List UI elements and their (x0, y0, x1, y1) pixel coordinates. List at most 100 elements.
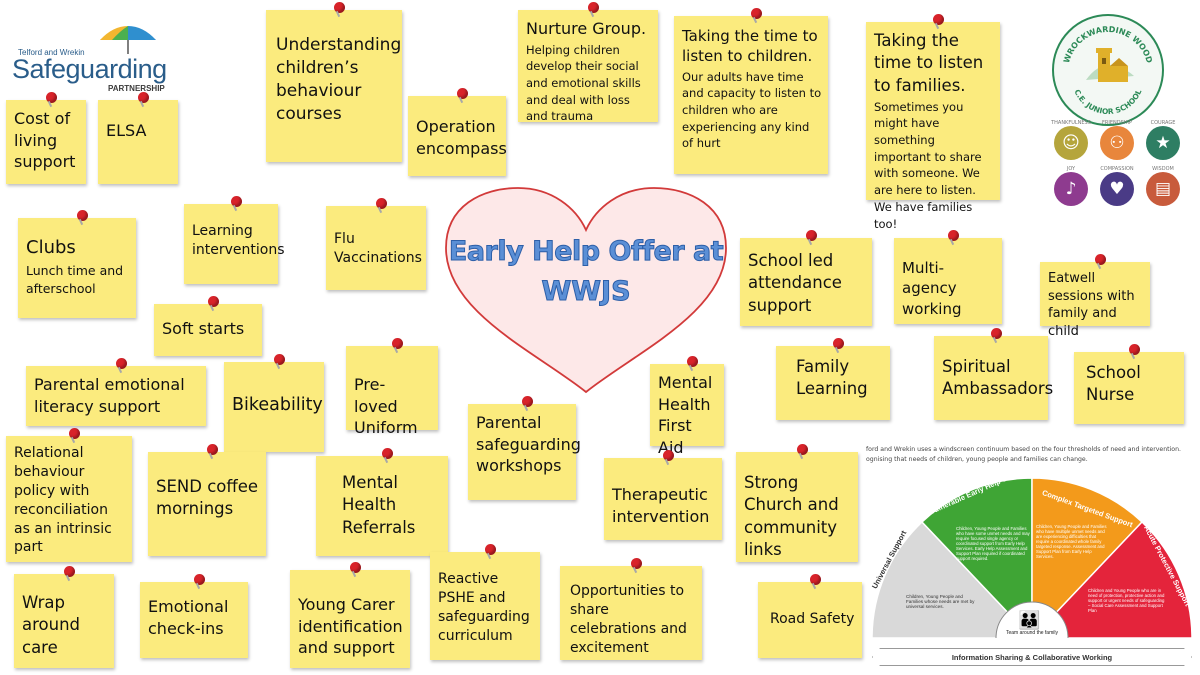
note-title: Opportunities to share celebrations and … (570, 583, 687, 656)
pushpin-icon (382, 448, 393, 459)
star-icon: ★ (1146, 126, 1180, 160)
note-parental-safeguarding: Parental safeguarding workshops (468, 396, 581, 500)
note-send-coffee: SEND coffee mornings (148, 444, 266, 556)
note-spiritual-ambassadors: Spiritual Ambassadors (934, 328, 1054, 420)
pushpin-icon (810, 574, 821, 585)
heart-hands-icon: ♥ (1100, 172, 1134, 206)
note-body: Sometimes you might have something impor… (874, 99, 982, 231)
continuum-intro-1: ford and Wrekin uses a windscreen contin… (866, 446, 1181, 453)
note-title: ELSA (106, 121, 147, 140)
heart-title-line1: Early Help Offer at (448, 236, 724, 268)
note-title: Soft starts (162, 319, 245, 338)
note-title: Relational behaviour policy with reconci… (14, 445, 112, 556)
safeguarding-partnership-logo: Telford and Wrekin Safeguarding PARTNERS… (8, 22, 188, 102)
note-emotional-checkins: Emotional check-ins (140, 574, 248, 658)
info-sharing-arrow (872, 648, 1192, 666)
pushpin-icon (991, 328, 1002, 339)
early-help-heart: Early Help Offer at WWJS (440, 186, 732, 396)
continuum-intro-2: ognising that needs of children, young p… (866, 456, 1088, 463)
note-title: School Nurse (1086, 363, 1141, 405)
umbrella-icon (100, 26, 156, 54)
note-mental-health-first-aid: Mental Health First Aid (650, 356, 724, 457)
note-listen-children: Taking the time to listen to children.Ou… (674, 8, 828, 174)
value-label-joy: JOY (1066, 166, 1076, 172)
pushpin-icon (77, 210, 88, 221)
pushpin-icon (69, 428, 80, 439)
note-title: Young Carer identification and support (298, 595, 403, 658)
pushpin-icon (663, 450, 674, 461)
note-title: Spiritual Ambassadors (942, 357, 1054, 399)
acute-body: Children and Young People who are in nee… (1088, 588, 1165, 613)
pushpin-icon (231, 196, 242, 207)
pushpin-icon (933, 14, 944, 25)
note-title: Eatwell sessions with family and child (1048, 271, 1135, 339)
note-title: School led attendance support (748, 251, 842, 315)
school-bottom-text: C.E. JUNIOR SCHOOL (1072, 88, 1143, 116)
pushpin-icon (194, 574, 205, 585)
note-title: SEND coffee mornings (156, 477, 259, 519)
team-around-family-label: Team around the family (1006, 630, 1058, 636)
note-parental-emotional: Parental emotional literacy support (26, 358, 206, 426)
note-title: Parental emotional literacy support (34, 375, 185, 416)
note-therapeutic: Therapeutic intervention (604, 450, 722, 540)
pushpin-icon (274, 354, 285, 365)
pushpin-icon (948, 230, 959, 241)
note-elsa: ELSA (98, 92, 178, 184)
pushpin-icon (806, 230, 817, 241)
note-preloved-uniform: Pre- loved Uniform (346, 338, 438, 437)
pushpin-icon (116, 358, 127, 369)
note-title: Operation encompass (416, 117, 507, 158)
pushpin-icon (588, 2, 599, 13)
pushpin-icon (631, 558, 642, 569)
note-title: Emotional check-ins (148, 597, 229, 638)
note-title: Bikeability (232, 395, 323, 415)
windscreen-continuum: ford and Wrekin uses a windscreen contin… (866, 444, 1196, 672)
note-body: Helping children develop their social an… (526, 42, 641, 124)
pushpin-icon (457, 88, 468, 99)
pushpin-icon (751, 8, 762, 19)
note-title: Understanding children’s behaviour cours… (276, 35, 402, 124)
note-reactive-pshe: Reactive PSHE and safeguarding curriculu… (430, 544, 540, 660)
windscreen-chart (871, 477, 1193, 672)
partnership-top-text: Telford and Wrekin (18, 48, 85, 57)
note-young-carer: Young Carer identification and support (290, 562, 410, 668)
smile-icon: ☺ (1054, 126, 1088, 160)
friends-icon: ⚇ (1100, 126, 1134, 160)
pushpin-icon (334, 2, 345, 13)
note-road-safety: Road Safety (758, 574, 862, 658)
pushpin-icon (138, 92, 149, 103)
note-title: Flu Vaccinations (334, 231, 422, 266)
note-title: Therapeutic intervention (612, 485, 710, 526)
pushpin-icon (46, 92, 57, 103)
partnership-sub-text: PARTNERSHIP (108, 84, 165, 93)
note-title: Strong Church and community links (744, 473, 839, 559)
pushpin-icon (1129, 344, 1140, 355)
pushpin-icon (687, 356, 698, 367)
note-title: Multi-agency working (902, 259, 962, 318)
book-icon: ▤ (1146, 172, 1180, 206)
value-label-compassion: COMPASSION (1100, 166, 1134, 172)
note-title: Taking the time to listen to children. (682, 27, 818, 66)
pushpin-icon (392, 338, 403, 349)
note-soft-starts: Soft starts (154, 296, 262, 356)
note-title: Clubs (26, 237, 76, 258)
pushpin-icon (522, 396, 533, 407)
school-logo: WROCKWARDINE WOOD C.E. JUNIOR SCHOOL (1052, 14, 1164, 126)
note-relational-behaviour: Relational behaviour policy with reconci… (6, 428, 132, 562)
note-listen-families: Taking the time to listen to families.So… (866, 14, 1000, 231)
note-title: Road Safety (770, 611, 855, 627)
note-school-nurse: School Nurse (1074, 344, 1184, 424)
note-title: Nurture Group. (526, 19, 647, 38)
note-school-led-attendance: School led attendance support (740, 230, 872, 326)
note-title: Taking the time to listen to families. (874, 31, 984, 95)
note-celebrations: Opportunities to share celebrations and … (560, 558, 702, 660)
note-flu-vaccinations: Flu Vaccinations (326, 198, 426, 290)
note-title: Mental Health First Aid (658, 373, 713, 457)
pushpin-icon (797, 444, 808, 455)
note-title: Cost of living support (14, 109, 76, 172)
note-title: Parental safeguarding workshops (476, 413, 581, 476)
note-understanding: Understanding children’s behaviour cours… (266, 2, 402, 162)
note-operation-encompass: Operation encompass (408, 88, 507, 176)
note-bikeability: Bikeability (224, 354, 324, 452)
